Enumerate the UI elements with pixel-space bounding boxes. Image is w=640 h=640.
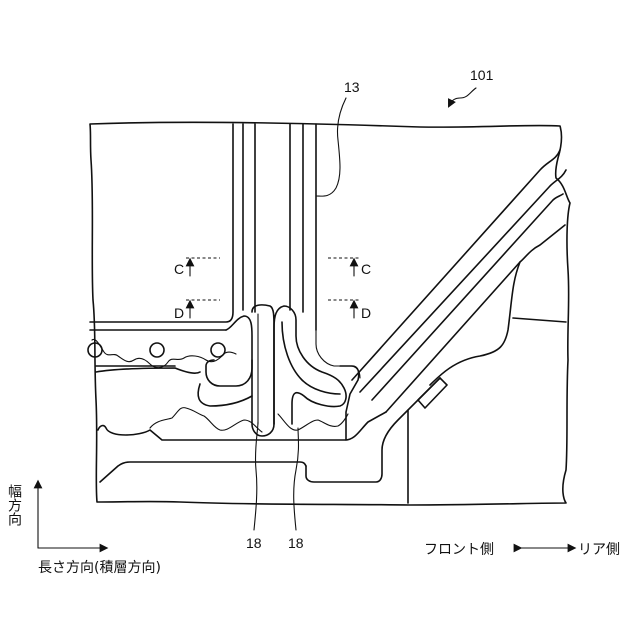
right-seal-line — [316, 330, 360, 378]
stack-wave-lower — [150, 408, 262, 432]
left-gasket — [252, 305, 274, 436]
figure-ref-leader — [450, 88, 476, 104]
manifold-bulge — [430, 262, 520, 385]
left-notch-block — [206, 316, 252, 386]
manifold-wall-outer — [352, 150, 560, 380]
right-gasket — [274, 306, 346, 424]
section-d-right-label: D — [361, 305, 371, 321]
axis-vertical-label: 幅方向 — [6, 484, 22, 526]
stack-hole-2 — [150, 343, 164, 357]
front-side-label: フロント側 — [424, 542, 494, 558]
housing-outline — [90, 122, 570, 505]
right-gasket-inner — [282, 322, 340, 394]
part-18-left-leader — [254, 422, 258, 530]
manifold-wall-3 — [372, 194, 563, 400]
part-18-right-label: 18 — [288, 535, 304, 551]
right-block — [340, 366, 359, 440]
part-13-leader — [316, 98, 346, 196]
part-18-left-label: 18 — [246, 535, 262, 551]
part-13-label: 13 — [344, 79, 360, 95]
left-gasket-curve — [198, 384, 252, 406]
section-c-left-label: C — [174, 261, 184, 277]
rear-frame-edge — [513, 318, 566, 322]
lower-channel-bottom — [306, 378, 440, 482]
left-stack-low — [96, 368, 200, 373]
manifold-wall-inner — [360, 170, 566, 392]
part-18-right-leader — [294, 428, 299, 530]
stack-hole-3 — [211, 343, 225, 357]
rear-side-label: リア側 — [578, 542, 620, 558]
lower-channel-top — [100, 462, 306, 482]
stack-wave-right-lower — [278, 414, 348, 430]
section-c-right-label: C — [361, 261, 371, 277]
manifold-wall-4 — [386, 225, 565, 412]
axis-horizontal-label: 長さ方向(積層方向) — [38, 560, 161, 576]
figure-ref-label: 101 — [470, 67, 494, 83]
section-d-left-label: D — [174, 305, 184, 321]
left-plate-outer — [90, 124, 233, 322]
lower-rail — [98, 412, 386, 440]
